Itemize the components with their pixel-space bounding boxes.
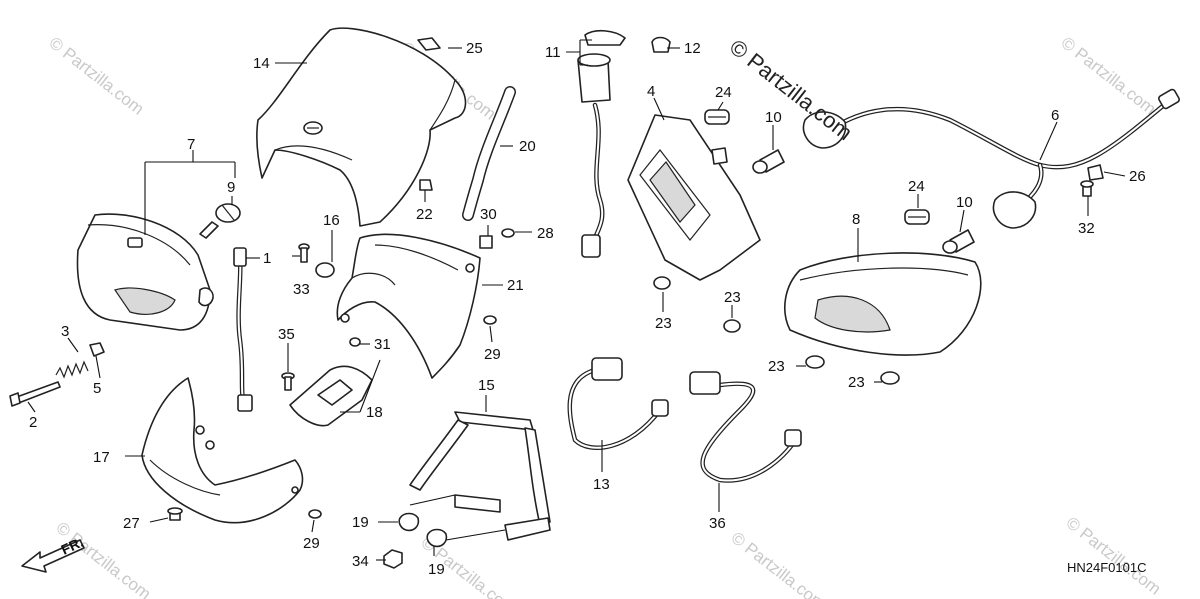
part-3-spring[interactable] <box>55 360 89 379</box>
part-7-left-headlight[interactable] <box>76 213 214 331</box>
callout-15[interactable]: 15 <box>478 377 495 394</box>
part-10-bulb-b[interactable] <box>942 229 975 254</box>
part-6-wire-harness[interactable] <box>802 88 1181 229</box>
callout-17[interactable]: 17 <box>93 449 110 466</box>
part-36-sub-harness[interactable] <box>689 371 802 483</box>
callout-19-a[interactable]: 19 <box>352 514 369 531</box>
part-23-grommet-d[interactable] <box>880 371 900 385</box>
callout-18[interactable]: 18 <box>366 404 383 421</box>
part-25-nut[interactable] <box>417 37 441 51</box>
callout-10-b[interactable]: 10 <box>956 194 973 211</box>
part-29-screw-a[interactable] <box>483 315 497 325</box>
watermark-tile-tl: © Partzilla.com <box>46 33 148 119</box>
part-23-grommet-c[interactable] <box>805 355 825 369</box>
part-18-mounting-plate[interactable] <box>289 365 373 427</box>
callout-23-b[interactable]: 23 <box>724 289 741 306</box>
callout-9[interactable]: 9 <box>227 179 235 196</box>
part-31-screw[interactable] <box>349 337 361 347</box>
part-5-collar[interactable] <box>89 342 105 357</box>
part-2-adjusting-bolt[interactable] <box>9 381 61 407</box>
callout-25[interactable]: 25 <box>466 40 483 57</box>
part-12-grommet[interactable] <box>651 36 671 53</box>
callout-36[interactable]: 36 <box>709 515 726 532</box>
part-23-grommet-b[interactable] <box>723 319 741 333</box>
part-30-collar[interactable] <box>479 235 493 249</box>
part-21-inner-panel[interactable] <box>336 233 481 379</box>
callout-1[interactable]: 1 <box>263 250 271 267</box>
callout-6[interactable]: 6 <box>1051 107 1059 124</box>
watermark-tile-bm: © Partzilla.com <box>728 528 830 599</box>
part-20-tube[interactable] <box>462 86 516 221</box>
part-28-screw[interactable] <box>501 228 515 238</box>
callout-21[interactable]: 21 <box>507 277 524 294</box>
part-22-nut[interactable] <box>419 179 433 191</box>
part-14-upper-cover[interactable] <box>255 27 467 227</box>
callout-29-a[interactable]: 29 <box>484 346 501 363</box>
callout-2[interactable]: 2 <box>29 414 37 431</box>
part-19-rubber-a[interactable] <box>398 512 420 532</box>
callout-22[interactable]: 22 <box>416 206 433 223</box>
callout-4[interactable]: 4 <box>647 83 655 100</box>
part-13-sub-harness[interactable] <box>567 357 669 450</box>
callout-19-b[interactable]: 19 <box>428 561 445 578</box>
callout-16[interactable]: 16 <box>323 212 340 229</box>
part-11-socket-wire[interactable] <box>577 29 626 258</box>
part-24-grommet-a[interactable] <box>704 109 730 125</box>
part-8-right-headlight[interactable] <box>784 252 982 356</box>
part-24-grommet-b[interactable] <box>904 209 930 225</box>
callout-26[interactable]: 26 <box>1129 168 1146 185</box>
callout-10-a[interactable]: 10 <box>765 109 782 126</box>
callout-27[interactable]: 27 <box>123 515 140 532</box>
part-1-socket-wire[interactable] <box>233 247 253 412</box>
part-4-headlight-housing[interactable] <box>627 114 761 281</box>
part-15-headlight-stay[interactable] <box>409 411 551 541</box>
front-arrow-icon <box>21 539 85 573</box>
callout-23-d[interactable]: 23 <box>848 374 865 391</box>
callout-8[interactable]: 8 <box>852 211 860 228</box>
part-16-grommet[interactable] <box>315 262 335 278</box>
callout-29-b[interactable]: 29 <box>303 535 320 552</box>
callout-24-b[interactable]: 24 <box>908 178 925 195</box>
leader-lines <box>27 39 1126 561</box>
diagram-code: HN24F0101C <box>1067 560 1147 575</box>
callout-33[interactable]: 33 <box>293 281 310 298</box>
callout-32[interactable]: 32 <box>1078 220 1095 237</box>
callout-30[interactable]: 30 <box>480 206 497 223</box>
part-34-nut[interactable] <box>383 549 403 569</box>
watermark-tile-br: © Partzilla.com <box>1063 513 1165 599</box>
callout-28[interactable]: 28 <box>537 225 554 242</box>
callout-5[interactable]: 5 <box>93 380 101 397</box>
callout-20[interactable]: 20 <box>519 138 536 155</box>
part-17-lower-cover[interactable] <box>141 377 304 524</box>
callout-12[interactable]: 12 <box>684 40 701 57</box>
callout-14[interactable]: 14 <box>253 55 270 72</box>
callout-3[interactable]: 3 <box>61 323 69 340</box>
callout-31[interactable]: 31 <box>374 336 391 353</box>
callout-23-c[interactable]: 23 <box>768 358 785 375</box>
part-19-rubber-b[interactable] <box>426 528 448 548</box>
callout-35[interactable]: 35 <box>278 326 295 343</box>
callout-13[interactable]: 13 <box>593 476 610 493</box>
callout-7[interactable]: 7 <box>187 136 195 153</box>
part-23-grommet-a[interactable] <box>653 276 671 290</box>
part-29-screw-b[interactable] <box>308 509 322 519</box>
part-33-screw[interactable] <box>298 243 310 263</box>
part-27-screw[interactable] <box>167 507 183 521</box>
watermark-main: © Partzilla.com <box>725 34 857 145</box>
part-32-screw[interactable] <box>1080 180 1094 197</box>
part-26-clip[interactable] <box>1087 164 1104 181</box>
front-direction-indicator: FR. <box>21 534 86 573</box>
callout-23-a[interactable]: 23 <box>655 315 672 332</box>
callout-24-a[interactable]: 24 <box>715 84 732 101</box>
callout-34[interactable]: 34 <box>352 553 369 570</box>
callout-11[interactable]: 11 <box>545 44 561 61</box>
watermark-tile-tr: © Partzilla.com <box>1058 33 1160 119</box>
callout-labels: 1 2 3 4 5 6 7 8 9 10 10 11 12 13 14 15 1… <box>29 40 1146 578</box>
part-9-bulb[interactable] <box>199 203 241 239</box>
part-10-bulb-a[interactable] <box>752 149 785 174</box>
part-35-screw[interactable] <box>281 372 295 391</box>
